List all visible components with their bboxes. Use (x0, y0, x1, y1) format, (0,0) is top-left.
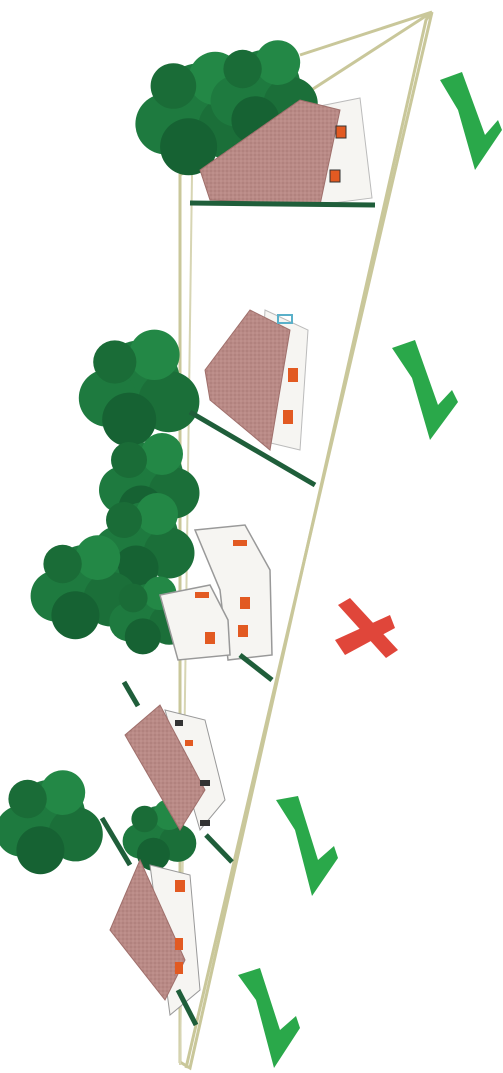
tree (0, 770, 103, 874)
ground-line (124, 682, 138, 706)
house-window (200, 820, 210, 826)
row-3-scene (31, 433, 272, 680)
house-window (185, 740, 193, 746)
house-window (238, 625, 248, 637)
row-4-scene (0, 682, 232, 874)
cross-icon (335, 598, 398, 658)
check-icon (276, 796, 338, 896)
house-window (205, 632, 215, 644)
verdict-marks (238, 72, 502, 1068)
ground-line (240, 655, 272, 680)
house-window (175, 962, 183, 974)
house-window (330, 170, 340, 182)
row-1-scene (135, 40, 375, 205)
house-window (175, 880, 185, 892)
ground-line (206, 835, 232, 862)
house-window (288, 368, 298, 382)
row-5-scene (110, 860, 200, 1025)
plane-edge-top (300, 12, 432, 55)
check-icon (238, 968, 300, 1068)
house-window (195, 592, 209, 598)
house-window (233, 540, 247, 546)
check-icon (440, 72, 502, 170)
house-window (175, 720, 183, 726)
house-window (336, 126, 346, 138)
house-window (175, 938, 183, 950)
house-window (283, 410, 293, 424)
house-window (240, 597, 250, 609)
ground-line (190, 203, 375, 205)
house-window (200, 780, 210, 786)
check-icon (392, 340, 458, 440)
